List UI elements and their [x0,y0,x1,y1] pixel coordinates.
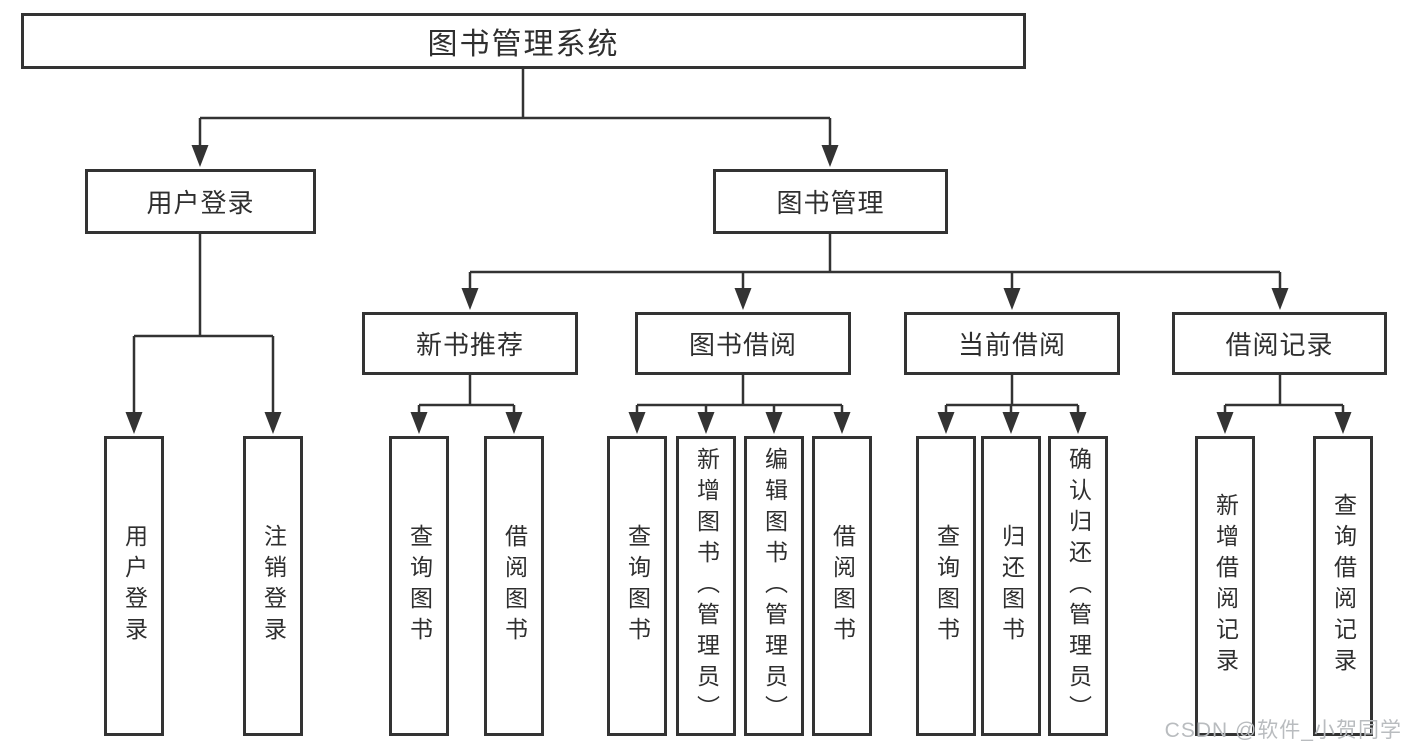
leaf-query-books-current: 查询图书 [916,436,976,736]
leaf-add-borrow-record: 新增借阅记录 [1195,436,1255,736]
leaf-query-books-recommend: 查询图书 [389,436,449,736]
node-book-borrow: 图书借阅 [635,312,851,375]
node-current-borrow: 当前借阅 [904,312,1120,375]
leaf-edit-book-admin: 编辑图书（管理员） [744,436,804,736]
node-book-management: 图书管理 [713,169,948,234]
leaf-user-login: 用户登录 [104,436,164,736]
leaf-confirm-return-admin: 确认归还（管理员） [1048,436,1108,736]
arrowheads [125,145,1352,434]
node-library-system: 图书管理系统 [21,13,1026,69]
leaf-return-books: 归还图书 [981,436,1041,736]
csdn-watermark: CSDN @软件_小贺同学 [1164,719,1402,742]
leaf-borrow-books: 借阅图书 [812,436,872,736]
node-new-book-recommend: 新书推荐 [362,312,578,375]
leaf-add-book-admin: 新增图书（管理员） [676,436,736,736]
leaf-logout: 注销登录 [243,436,303,736]
node-borrow-records: 借阅记录 [1172,312,1387,375]
leaf-query-borrow-record: 查询借阅记录 [1313,436,1373,736]
leaf-query-books-borrow: 查询图书 [607,436,667,736]
leaf-borrow-books-recommend: 借阅图书 [484,436,544,736]
node-user-login: 用户登录 [85,169,316,234]
